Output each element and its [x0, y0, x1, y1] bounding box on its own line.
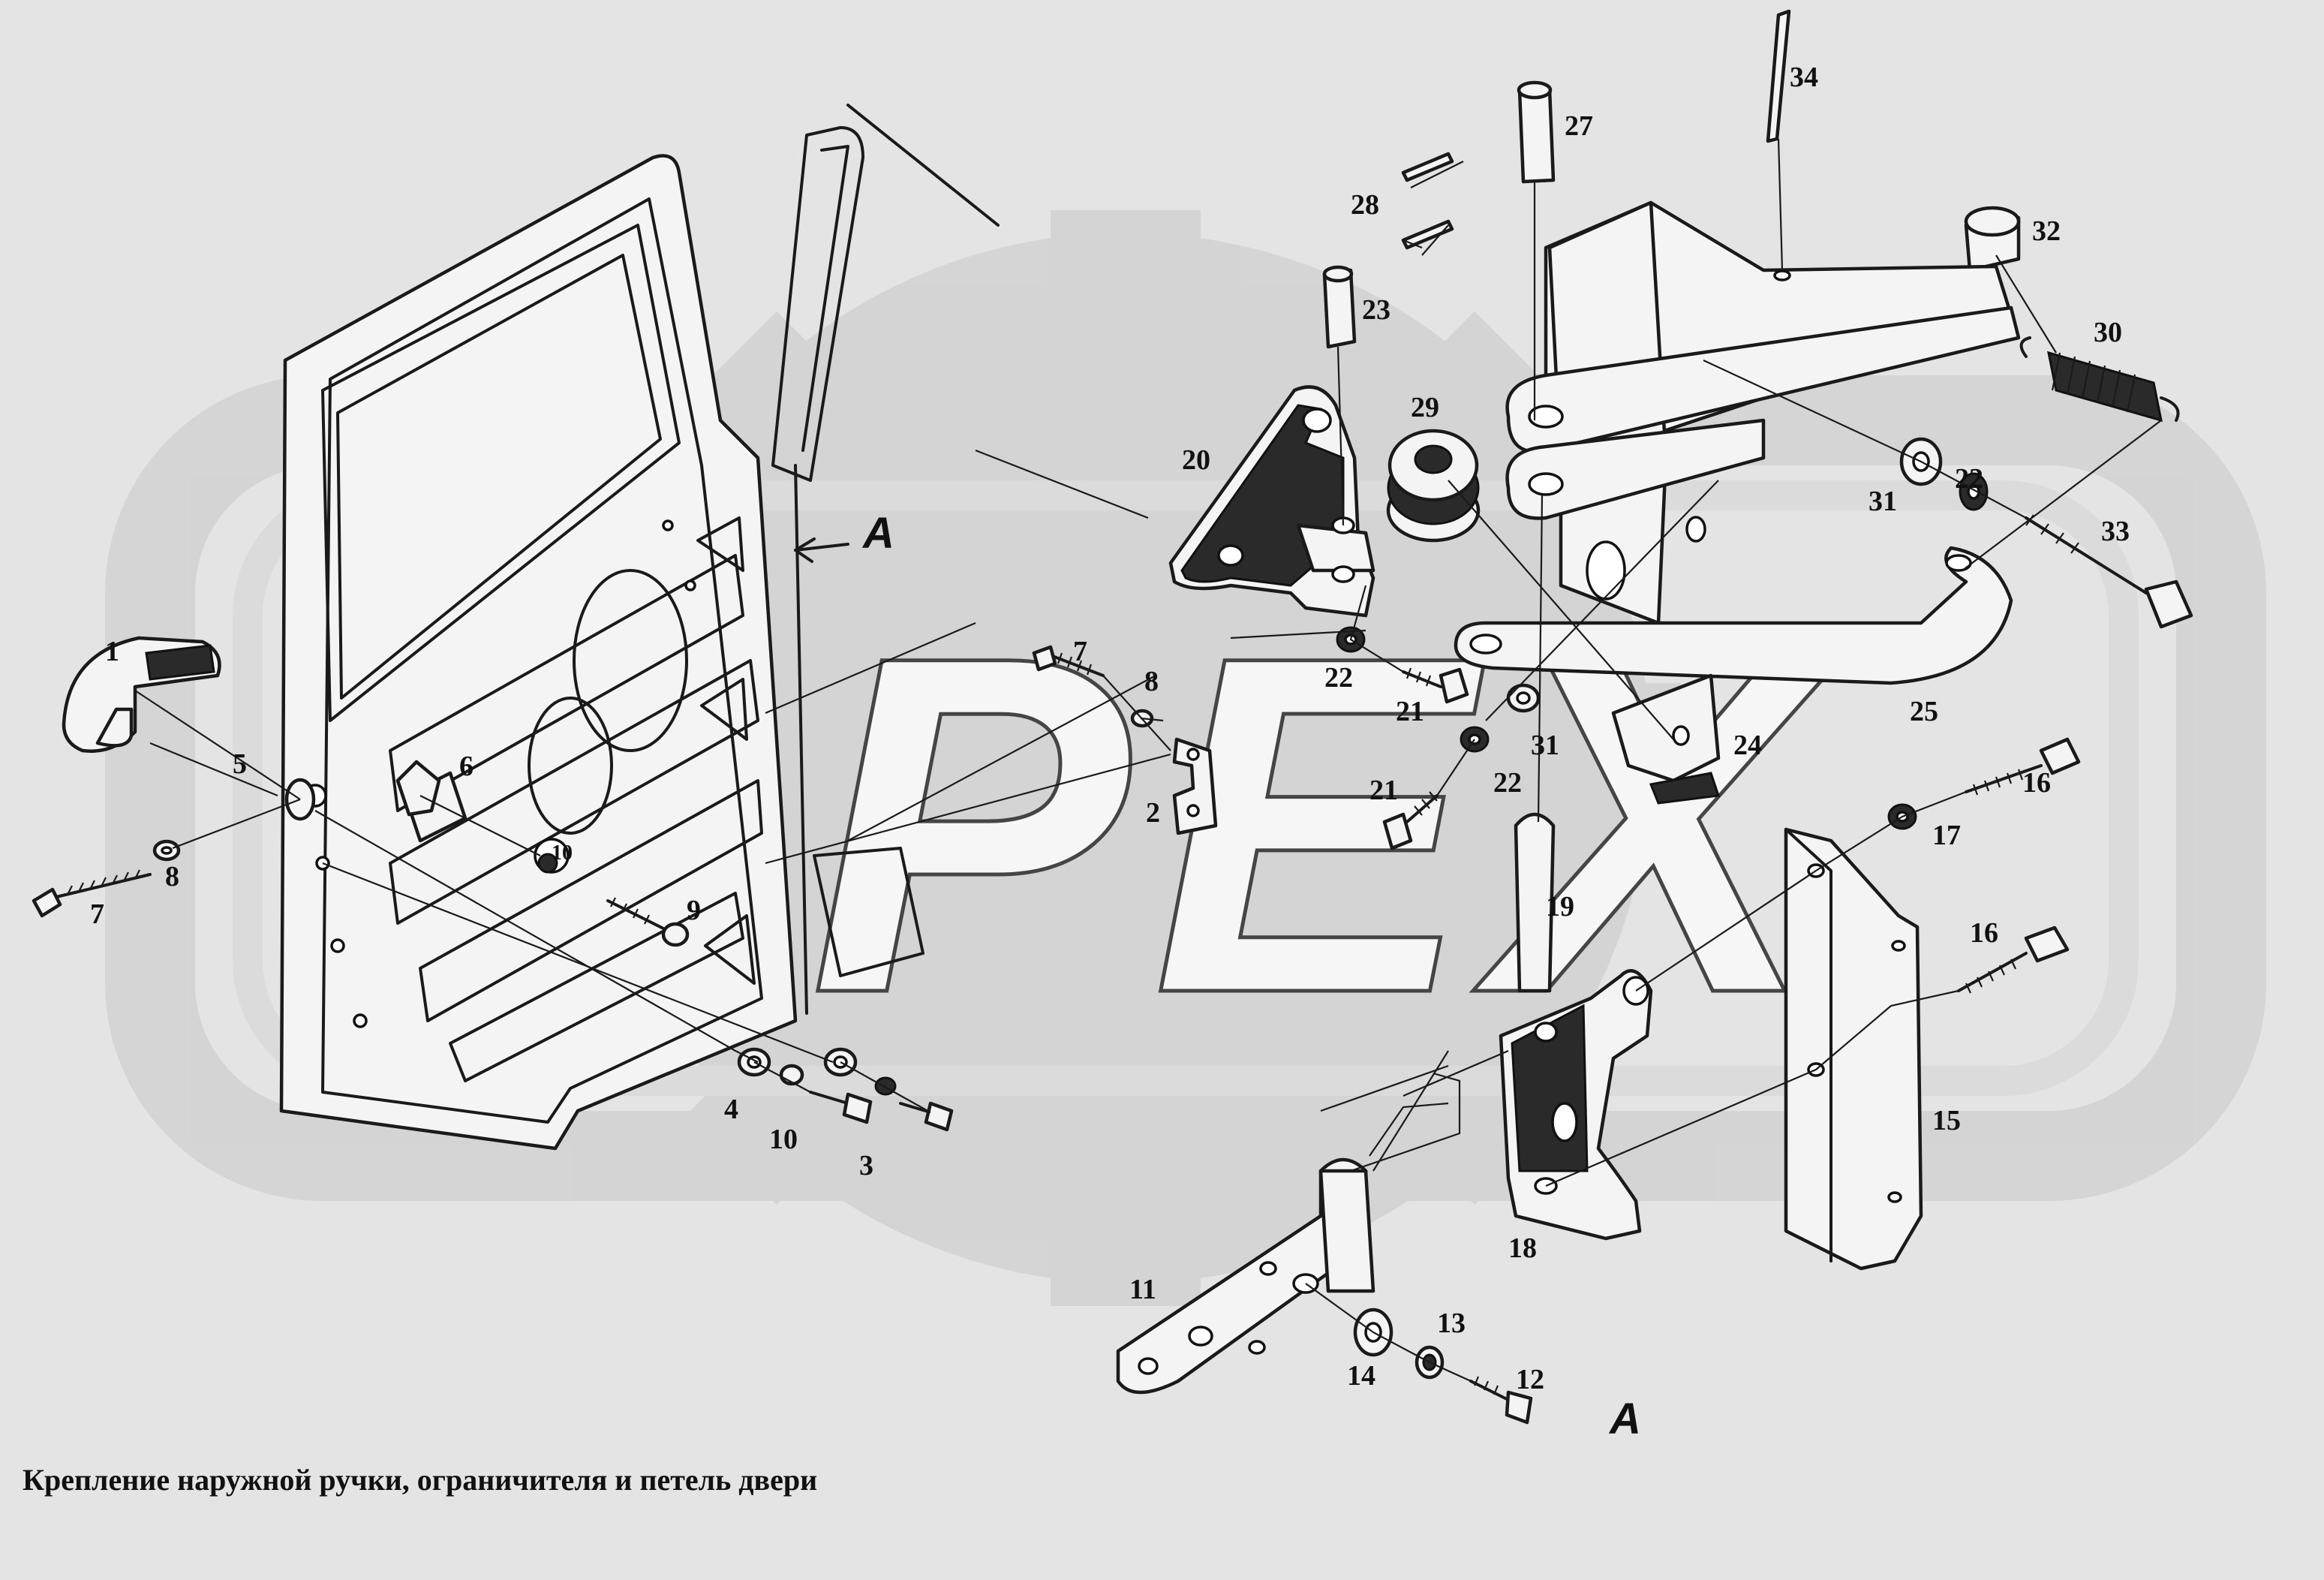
label-22-top: 22 — [1955, 463, 1983, 495]
lower-hinge-body-18 — [1499, 969, 1653, 1241]
label-3: 3 — [859, 1150, 873, 1181]
label-7-left: 7 — [90, 898, 104, 930]
roller-holder-24 — [1611, 673, 1721, 805]
label-27: 27 — [1565, 110, 1593, 142]
label-20: 20 — [1182, 444, 1210, 476]
door-panel — [279, 104, 1000, 1151]
bolt-21-lower — [1382, 791, 1439, 850]
label-31-top: 31 — [1869, 486, 1897, 517]
pin-27 — [1517, 80, 1556, 184]
label-19: 19 — [1546, 891, 1574, 922]
label-18: 18 — [1508, 1232, 1537, 1264]
label-10-door: 10 — [552, 841, 573, 865]
label-8-top: 8 — [1144, 666, 1159, 697]
hinge-plate-15 — [1784, 827, 1923, 1271]
washer-left — [152, 839, 181, 862]
alignment-lines — [134, 138, 2162, 1383]
upper-hinge-body — [1168, 385, 1375, 618]
view-marker-top: A — [861, 509, 894, 558]
label-33: 33 — [2101, 516, 2130, 547]
hinge-pin-19 — [1514, 812, 1556, 993]
label-7-top: 7 — [1073, 636, 1087, 667]
washer-22-top — [1959, 472, 1989, 511]
limiter-box-bracket — [1505, 200, 2021, 625]
view-marker-bottom: A — [1608, 1395, 1641, 1443]
label-34: 34 — [1790, 62, 1818, 93]
label-23: 23 — [1362, 294, 1390, 326]
washer-31-mid — [1506, 683, 1541, 713]
label-21-upper: 21 — [1396, 696, 1424, 727]
label-24: 24 — [1733, 730, 1762, 761]
label-11: 11 — [1129, 1274, 1156, 1305]
bolt-21-upper — [1402, 667, 1469, 704]
label-29: 29 — [1411, 392, 1439, 423]
label-25: 25 — [1910, 696, 1938, 727]
label-32: 32 — [2032, 215, 2061, 247]
label-12: 12 — [1516, 1364, 1544, 1395]
label-15: 15 — [1932, 1105, 1961, 1136]
washer-13 — [1415, 1345, 1445, 1380]
label-4: 4 — [724, 1094, 738, 1125]
label-16-upper: 16 — [2022, 767, 2051, 799]
label-22-mid: 22 — [1324, 662, 1353, 694]
label-13: 13 — [1437, 1308, 1466, 1339]
limiter-bracket — [1172, 737, 1218, 835]
cotter-pins-28 — [1401, 152, 1454, 250]
watermark-frame-inner — [233, 480, 2139, 1096]
bolt-3 — [809, 1091, 954, 1132]
label-17: 17 — [1932, 820, 1961, 851]
bolt-33 — [2025, 514, 2193, 629]
label-21-lower: 21 — [1369, 775, 1398, 806]
label-31-mid: 31 — [1531, 730, 1559, 761]
screw-7-top — [1032, 645, 1105, 677]
label-8-left: 8 — [165, 861, 179, 892]
label-6: 6 — [459, 751, 474, 782]
outer-door-handle — [62, 636, 221, 753]
bushing-32 — [1964, 206, 2021, 272]
label-16-lower: 16 — [1970, 917, 1998, 949]
bolt-16-lower — [1957, 925, 2070, 994]
watermark-frame-outer — [105, 375, 2266, 1201]
part-labels: 1 2 3 4 5 6 7 7 8 8 9 10 10 11 12 13 14 … — [90, 62, 2130, 1395]
lock-bracket — [395, 760, 441, 817]
label-9: 9 — [687, 895, 701, 926]
lower-hinge-leaf-11 — [1116, 1157, 1375, 1395]
label-5: 5 — [233, 748, 247, 780]
cotter-pin-34 — [1766, 9, 1791, 143]
label-10-bottom: 10 — [769, 1124, 798, 1155]
view-arrow-a: A — [794, 509, 894, 563]
label-30: 30 — [2094, 317, 2122, 348]
label-28: 28 — [1351, 189, 1379, 221]
label-1: 1 — [105, 636, 119, 667]
screw-12 — [1469, 1376, 1533, 1425]
label-14: 14 — [1347, 1360, 1375, 1392]
spring-30 — [2019, 336, 2180, 423]
diagram-caption: Крепление наружной ручки, ограничителя и… — [23, 1463, 818, 1497]
label-22-low: 22 — [1493, 767, 1522, 799]
roller-29 — [1386, 429, 1481, 543]
hinge-pin-23 — [1322, 265, 1357, 349]
screw-left — [32, 869, 152, 918]
bolt-16-upper — [1965, 737, 2081, 796]
label-2: 2 — [1146, 797, 1160, 829]
door-screw-9 — [606, 897, 690, 947]
